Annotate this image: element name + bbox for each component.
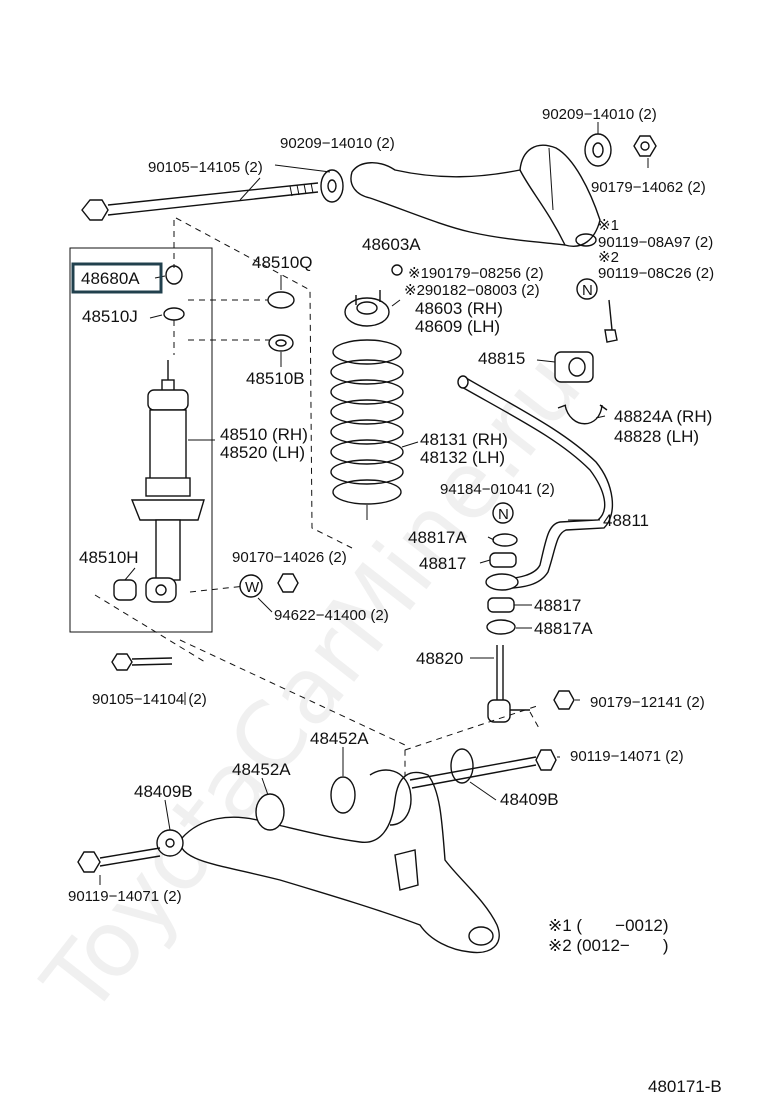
label-90119-08C26: 90119−08C26 (2) xyxy=(598,265,714,282)
cushion-48510Q xyxy=(267,291,295,309)
label-94184-01041: 94184−01041 (2) xyxy=(440,481,555,498)
label-note-1: ※1 xyxy=(598,217,619,234)
label-48510J: 48510J xyxy=(82,307,138,326)
label-90119-14071-left: 90119−14071 (2) xyxy=(68,888,182,905)
label-48824A-rh: 48824A (RH) xyxy=(614,407,712,426)
lower-control-arm xyxy=(179,769,500,954)
label-48510B: 48510B xyxy=(246,369,305,388)
bolt-90119-14071-left xyxy=(77,847,161,873)
label-48817-bottom: 48817 xyxy=(534,596,581,615)
nut-90170-14026 xyxy=(277,573,299,593)
bushing-48452A-left xyxy=(255,793,285,831)
n-circle-icon: N xyxy=(492,502,514,524)
label-48452A-left: 48452A xyxy=(232,760,291,779)
washer-90209-mid xyxy=(320,169,344,203)
label-48510H: 48510H xyxy=(79,548,139,567)
stabilizer-bushing-48815 xyxy=(554,351,594,383)
nut-90179-12141 xyxy=(553,690,575,710)
w-symbol-text: W xyxy=(245,579,260,596)
label-48603A: 48603A xyxy=(362,235,421,254)
label-90209-14010-mid: 90209−14010 (2) xyxy=(280,135,395,152)
label-48817A-bottom: 48817A xyxy=(534,619,593,638)
nut-90179-14062 xyxy=(633,135,657,157)
bushing-48452A-right xyxy=(330,776,356,814)
label-48609-lh: 48609 (LH) xyxy=(415,317,500,336)
label-48817-top: 48817 xyxy=(419,554,466,573)
legend-note-1: ※1 ( −0012) xyxy=(548,916,669,935)
highlight-box-48680A xyxy=(71,262,163,294)
n-circle-icon: N xyxy=(576,278,598,300)
shock-absorber xyxy=(130,360,205,603)
coil-spring xyxy=(330,339,404,520)
stabilizer-bar xyxy=(457,375,614,590)
label-48452A-right: 48452A xyxy=(310,729,369,748)
label-90105-14105: 90105−14105 (2) xyxy=(148,159,263,176)
cam-plate-48409B-right xyxy=(450,748,474,784)
upper-control-arm xyxy=(350,144,601,247)
w-circle-icon: W xyxy=(239,574,263,598)
label-90179-12141: 90179−12141 (2) xyxy=(590,694,705,711)
diagram-code: 480171-B xyxy=(648,1077,722,1096)
label-90170-14026: 90170−14026 (2) xyxy=(232,549,347,566)
label-48409B-right: 48409B xyxy=(500,790,559,809)
label-48828-lh: 48828 (LH) xyxy=(614,427,699,446)
legend-note-2: ※2 (0012− ) xyxy=(548,936,669,955)
label-48820: 48820 xyxy=(416,649,463,668)
bolt-90105-14104 xyxy=(111,653,173,671)
leader-lines xyxy=(99,122,649,885)
label-48817A-top: 48817A xyxy=(408,528,467,547)
label-48510-rh: 48510 (RH) xyxy=(220,425,308,444)
label-48409B-left: 48409B xyxy=(134,782,193,801)
label-48132-lh: 48132 (LH) xyxy=(420,448,505,467)
label-90105-14104: 90105−14104 (2) xyxy=(92,691,207,708)
label-48815: 48815 xyxy=(478,349,525,368)
link-cushions xyxy=(485,533,519,635)
label-48603-rh: 48603 (RH) xyxy=(415,299,503,318)
n-symbol-text: N xyxy=(582,282,593,299)
label-90119-08A97: 90119−08A97 (2) xyxy=(598,234,713,251)
label-note-2: ※2 xyxy=(598,249,619,266)
label-290182-08003: ※290182−08003 (2) xyxy=(404,282,540,299)
cushion-48510B xyxy=(268,334,294,352)
label-90209-14010-top: 90209−14010 (2) xyxy=(542,106,657,123)
label-90179-14062: 90179−14062 (2) xyxy=(591,179,706,196)
label-48510Q: 48510Q xyxy=(252,253,313,272)
shock-top-parts xyxy=(163,220,185,355)
label-90119-14071-right: 90119−14071 (2) xyxy=(570,748,684,765)
label-48520-lh: 48520 (LH) xyxy=(220,443,305,462)
upper-mount xyxy=(344,264,403,327)
bolt-90119-08C26 xyxy=(604,299,618,343)
label-48811: 48811 xyxy=(603,511,649,530)
label-190179-08256: ※190179−08256 (2) xyxy=(408,265,544,282)
label-94622-41400: 94622−41400 (2) xyxy=(274,607,389,624)
bracket-48824A xyxy=(557,404,608,425)
bolt-90119-14071-right xyxy=(409,749,557,789)
label-48680A: 48680A xyxy=(81,269,140,288)
washer-90209-top-right xyxy=(584,133,612,167)
long-bolt-top xyxy=(81,182,319,221)
label-48131-rh: 48131 (RH) xyxy=(420,430,508,449)
watermark-text: ToyotaCarMine.ru xyxy=(22,334,602,1034)
n-symbol-text: N xyxy=(498,506,509,523)
cam-plate-48409B-left xyxy=(156,829,184,857)
cushion-48510H xyxy=(113,579,137,601)
